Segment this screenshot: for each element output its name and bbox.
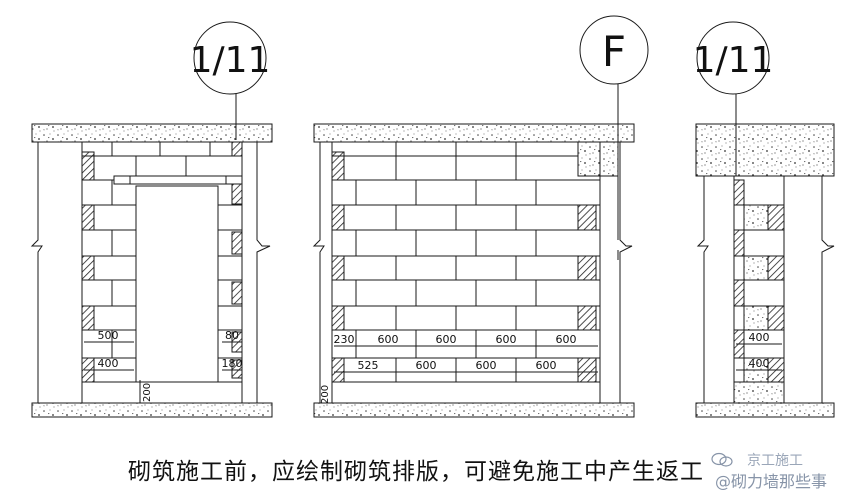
left-door-lintel xyxy=(113,175,243,185)
middle-dim-600-g: 600 xyxy=(536,359,557,372)
middle-dim-600-e: 600 xyxy=(416,359,437,372)
middle-dim-600-d: 600 xyxy=(556,333,577,346)
left-dim-80: 80 xyxy=(225,329,239,342)
wechat-logo-icon xyxy=(711,452,733,467)
middle-dim-200: 200 xyxy=(320,385,331,404)
right-top-slab xyxy=(695,123,835,177)
right-dim-400-a: 400 xyxy=(749,331,770,344)
middle-axis-bubble xyxy=(579,15,649,85)
middle-dim-600-c: 600 xyxy=(496,333,517,346)
left-dim-400: 400 xyxy=(98,357,119,370)
right-axis-label: 1/11 xyxy=(693,40,774,81)
left-floor-slab xyxy=(31,402,273,418)
middle-dim-600-b: 600 xyxy=(436,333,457,346)
left-door-opening xyxy=(135,185,219,383)
middle-dim-600-a: 600 xyxy=(378,333,399,346)
left-dim-180: 180 xyxy=(222,357,243,370)
left-dim-500: 500 xyxy=(98,329,119,342)
drawing: 1/11 500 80 400 180 200 xyxy=(30,15,835,418)
right-floor-slab xyxy=(695,402,835,418)
left-axis-bubble xyxy=(193,21,267,95)
watermark: 京工施工 @砌力墙那些事 xyxy=(705,452,855,492)
middle-floor-slab xyxy=(313,402,635,418)
middle-beam xyxy=(577,141,619,177)
left-hatch-col-2 xyxy=(231,141,243,157)
right-wall-panel xyxy=(695,21,835,418)
middle-dim-230: 230 xyxy=(334,333,355,346)
middle-dim-525: 525 xyxy=(358,359,379,372)
caption-bar: 砌筑施工前，应绘制砌筑排版，可避免施工中产生返工 京工施工 @砌力墙那些事 xyxy=(0,448,863,491)
left-axis-label: 1/11 xyxy=(190,40,271,81)
right-axis-bubble xyxy=(696,21,770,95)
middle-axis-label: F xyxy=(602,27,626,76)
watermark-line1: 京工施工 xyxy=(747,453,803,469)
caption-text: 砌筑施工前，应绘制砌筑排版，可避免施工中产生返工 xyxy=(128,459,704,485)
right-dim-400-b: 400 xyxy=(749,357,770,370)
left-outline-right xyxy=(256,142,271,403)
middle-top-slab xyxy=(313,123,635,143)
left-outline-left xyxy=(30,142,43,403)
left-dim-200: 200 xyxy=(142,383,153,402)
middle-dim-600-f: 600 xyxy=(476,359,497,372)
watermark-line2: @砌力墙那些事 xyxy=(715,472,828,491)
middle-wall-panel xyxy=(312,15,649,418)
left-wall-panel xyxy=(30,21,273,418)
